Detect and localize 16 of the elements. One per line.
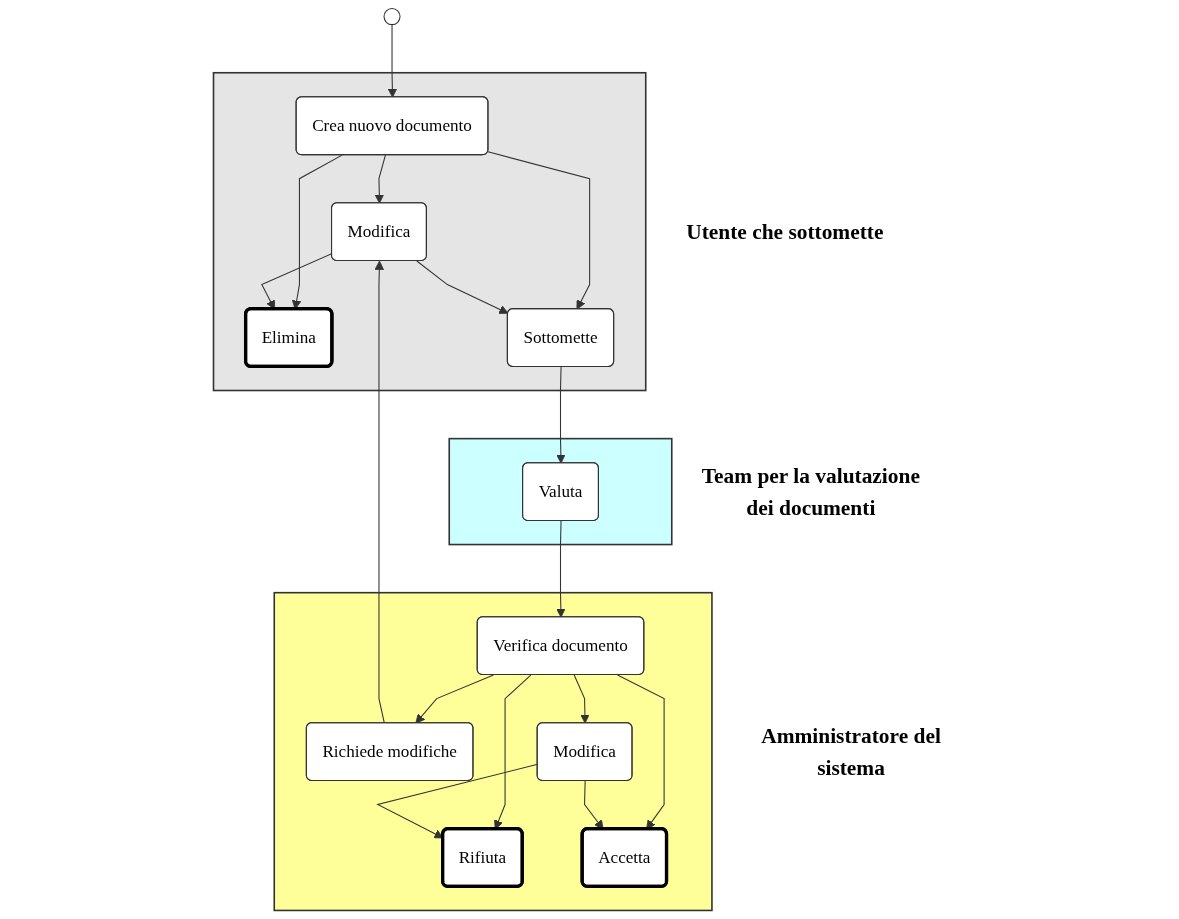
arrow: [387, 24, 398, 98]
arrow: [573, 674, 590, 724]
arrow: [556, 366, 566, 464]
cluster: [273, 591, 713, 912]
arrow: [416, 260, 509, 314]
arrow: [556, 520, 566, 618]
node-label: Utente che sottomette: [686, 219, 884, 244]
arrow: [487, 151, 591, 310]
arrow: [415, 674, 495, 724]
node-label: Amministratore del sistema: [761, 723, 941, 780]
node-circle: [383, 8, 401, 26]
node-label: Team per la valutazione dei documenti: [701, 463, 920, 520]
cluster: [448, 437, 673, 546]
cluster: [212, 71, 647, 392]
arrow: [374, 154, 386, 204]
arrow: [374, 260, 385, 724]
